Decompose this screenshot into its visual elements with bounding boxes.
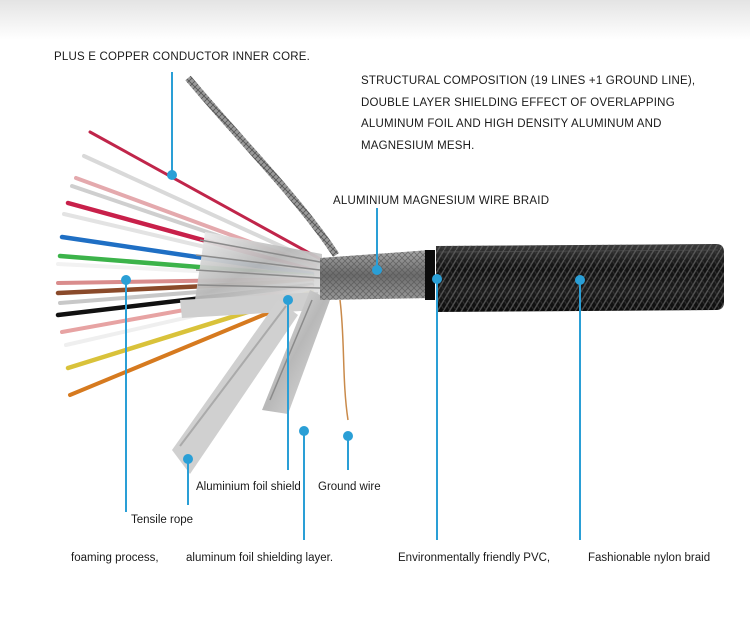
- structure-line-2: DOUBLE LAYER SHIELDING EFFECT OF OVERLAP…: [361, 96, 675, 109]
- structure-line-4: MAGNESIUM MESH.: [361, 139, 475, 152]
- nylon-jacket: [425, 244, 724, 312]
- foil-shield-strip: [262, 290, 330, 414]
- structure-line-3: ALUMINUM FOIL AND HIGH DENSITY ALUMINUM …: [361, 118, 662, 130]
- tensile-rope-strip: [172, 300, 298, 474]
- wire-braid-label: ALUMINIUM MAGNESIUM WIRE BRAID: [333, 195, 550, 207]
- pvc-label: Environmentally friendly PVC,: [398, 552, 551, 564]
- ground-wire-label: Ground wire: [318, 481, 381, 493]
- leader-lines: [121, 72, 585, 540]
- structure-description: STRUCTURAL COMPOSITION (19 LINES +1 GROU…: [361, 71, 695, 157]
- copper-core-label: PLUS E COPPER CONDUCTOR INNER CORE.: [54, 51, 310, 63]
- top-fade-band: [0, 0, 750, 40]
- foil-layer-label: aluminum foil shielding layer.: [186, 552, 334, 564]
- structure-line-1: STRUCTURAL COMPOSITION (19 LINES +1 GROU…: [361, 75, 696, 87]
- braid-section: [320, 250, 432, 300]
- foil-shield-label: Aluminium foil shield: [196, 481, 301, 493]
- foaming-label: foaming process,: [71, 552, 159, 564]
- tensile-rope-label: Tensile rope: [131, 514, 194, 526]
- ground-wire: [339, 299, 349, 421]
- nylon-braid-label: Fashionable nylon braid: [588, 552, 711, 564]
